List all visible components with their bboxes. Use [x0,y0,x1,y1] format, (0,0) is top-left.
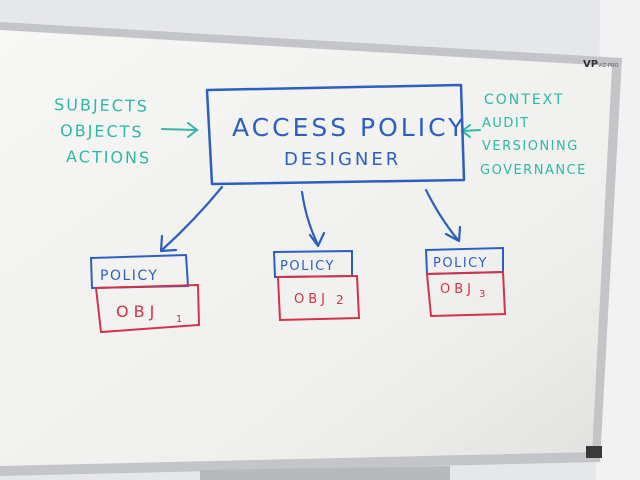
input-versioning: VERSIONING [482,139,579,154]
policy-obj-3: OBJ [440,282,475,297]
policy-obj-2: OBJ [294,292,329,307]
main-box-subtitle: DESIGNER [284,149,401,170]
input-actions: ACTIONS [66,147,151,167]
policy-obj-sub-3: 3 [479,289,485,300]
main-box-title: ACCESS POLICY [232,113,466,142]
policy-label-1: POLICY [100,268,158,284]
input-context: CONTEXT [484,92,565,108]
policy-label-3: POLICY [433,256,488,271]
brand-sub: VIZ-PRO [598,63,619,69]
policy-obj-sub-1: 1 [176,314,182,325]
input-subjects: SUBJECTS [54,95,149,116]
left-inputs: SUBJECTS OBJECTS ACTIONS [54,95,151,167]
brand-mark: VP [583,59,598,70]
policy-obj-sub-2: 2 [336,293,344,307]
corner-clip [586,446,602,458]
policy-obj-1: OBJ [116,302,159,321]
policy-label-2: POLICY [280,259,335,274]
input-audit: AUDIT [482,116,530,131]
input-governance: GOVERNANCE [480,163,587,178]
input-objects: OBJECTS [60,121,144,141]
